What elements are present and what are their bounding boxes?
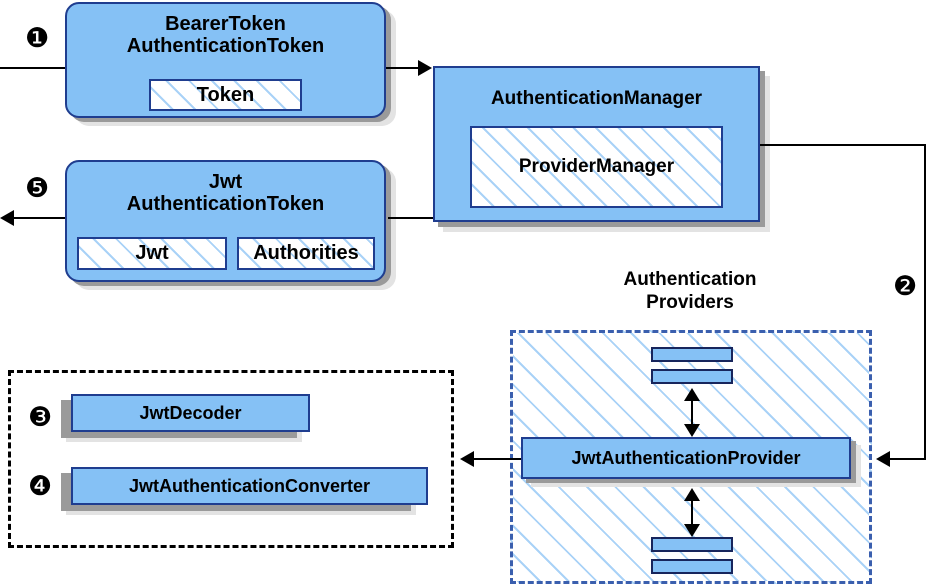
arrowhead-provider-link-bottom-down	[684, 524, 700, 537]
step-marker-1: ❶	[25, 23, 50, 54]
connector-bearer-to-manager	[386, 67, 422, 69]
arrowhead-provider-link-top-down	[684, 424, 700, 437]
authentication-providers-caption: Authentication Providers	[560, 269, 820, 315]
arrowhead-response-out	[0, 210, 14, 226]
field-token: Token	[149, 79, 302, 111]
node-bearer-token-authentication-token[interactable]: BearerToken AuthenticationToken	[65, 2, 386, 118]
field-jwt: Jwt	[77, 237, 227, 270]
arrowhead-into-provider	[876, 451, 890, 467]
step-marker-3: ❸	[28, 402, 53, 433]
providers-caption-line1: Authentication	[623, 269, 757, 290]
provider-link-top	[691, 392, 693, 430]
step-marker-4: ❹	[28, 471, 53, 502]
bearer-token-title-line1: BearerToken	[165, 13, 286, 35]
jwt-provider-label: JwtAuthenticationProvider	[571, 447, 801, 468]
connector-provider-to-support	[474, 458, 522, 460]
field-authorities-label: Authorities	[253, 242, 359, 264]
jwt-converter-label: JwtAuthenticationConverter	[128, 475, 371, 496]
connector-request-in	[0, 67, 72, 69]
field-provider-manager: ProviderManager	[470, 126, 723, 208]
provider-stub-bar-top-2	[651, 369, 733, 384]
provider-stub-bar-bottom-1	[651, 537, 733, 552]
provider-link-bottom	[691, 492, 693, 530]
arrowhead-bearer-to-manager	[418, 60, 432, 76]
arrowhead-provider-link-top-up	[684, 388, 700, 401]
arrowhead-provider-to-support	[460, 451, 474, 467]
arrowhead-provider-link-bottom-up	[684, 488, 700, 501]
step-marker-5: ❺	[25, 173, 50, 204]
connector-jwt-token-out	[14, 217, 74, 219]
field-token-label: Token	[196, 83, 255, 106]
provider-stub-bar-bottom-2	[651, 559, 733, 574]
step-marker-2: ❷	[893, 271, 918, 302]
node-jwt-authentication-provider[interactable]: JwtAuthenticationProvider	[521, 437, 851, 479]
jwt-decoder-label: JwtDecoder	[139, 402, 242, 423]
authentication-manager-title: AuthenticationManager	[490, 88, 703, 109]
field-jwt-label: Jwt	[135, 242, 169, 264]
field-provider-manager-label: ProviderManager	[518, 156, 675, 177]
connector-manager-down	[924, 144, 926, 459]
jwt-token-title-line1: Jwt	[208, 171, 243, 193]
jwt-token-title-line2: AuthenticationToken	[126, 193, 325, 216]
bearer-token-title-line2: AuthenticationToken	[126, 35, 325, 58]
provider-stub-bar-top-1	[651, 347, 733, 362]
node-jwt-decoder[interactable]: JwtDecoder	[71, 394, 310, 432]
connector-into-provider	[890, 458, 926, 460]
field-authorities: Authorities	[237, 237, 375, 270]
connector-manager-right-stub	[758, 144, 926, 146]
node-jwt-authentication-converter[interactable]: JwtAuthenticationConverter	[71, 467, 428, 505]
providers-caption-line2: Providers	[646, 291, 734, 313]
connector-manager-to-jwt-token	[388, 217, 436, 219]
